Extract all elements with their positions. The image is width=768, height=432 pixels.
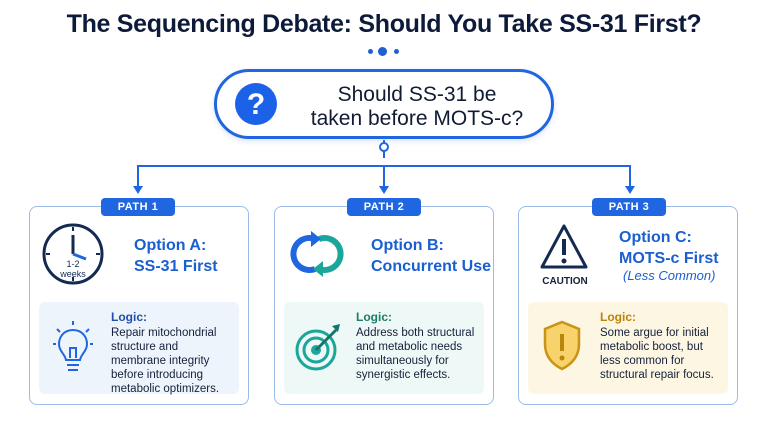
path-3-card: CAUTION Option C: MOTS-c First (Less Com…: [518, 206, 738, 405]
caution-label: CAUTION: [542, 276, 588, 287]
path-1-logic-box: Logic: Repair mitochondrial structure an…: [39, 302, 239, 395]
question-text: Should SS-31 be taken before MOTS-c?: [297, 83, 537, 131]
question-line-1: Should SS-31 be: [337, 83, 497, 106]
question-mark-icon: ?: [235, 83, 277, 125]
question-bubble: ? Should SS-31 be taken before MOTS-c?: [214, 69, 554, 139]
path-1-logic-label: Logic:: [111, 310, 147, 324]
target-icon: [295, 324, 340, 371]
path-3-logic-box: Logic: Some argue for initial metabolic …: [528, 302, 728, 394]
option-c-line-1: Option C:: [619, 229, 692, 246]
path-3-subtitle: (Less Common): [623, 268, 716, 283]
path-2-tag: PATH 2: [347, 198, 421, 216]
clock-label-2: weeks: [59, 269, 86, 279]
warning-triangle-icon: [540, 224, 588, 269]
path-2-card: Option B: Concurrent Use Logic: Address …: [274, 206, 494, 405]
path-3-option: Option C: MOTS-c First: [619, 227, 719, 269]
path-1-tag: PATH 1: [101, 198, 175, 216]
option-b-line-1: Option B:: [371, 237, 444, 254]
question-line-2: taken before MOTS-c?: [310, 107, 524, 130]
lightbulb-icon: [53, 321, 93, 371]
option-a-line-2: SS-31 First: [134, 258, 218, 275]
path-3-logic-text: Some argue for initial metabolic boost, …: [600, 327, 714, 381]
option-a-line-1: Option A:: [134, 237, 207, 254]
path-1-logic-text: Repair mitochondrial structure and membr…: [111, 327, 220, 395]
path-2-option: Option B: Concurrent Use: [371, 235, 491, 277]
page-title: The Sequencing Debate: Should You Take S…: [66, 10, 702, 38]
path-3-logic-label: Logic:: [600, 310, 636, 324]
clock-label-1: 1-2: [66, 259, 79, 269]
option-b-line-2: Concurrent Use: [371, 258, 492, 275]
path-1-card: 1-2 weeks Option A: SS-31 First Logic: R…: [29, 206, 249, 405]
option-c-line-2: MOTS-c First: [619, 250, 719, 267]
clock-icon: 1-2 weeks: [42, 223, 104, 285]
shield-alert-icon: [543, 320, 581, 371]
title-divider-dots: [354, 47, 414, 57]
path-2-logic-box: Logic: Address both structural and metab…: [284, 302, 484, 394]
path-1-option: Option A: SS-31 First: [134, 235, 218, 277]
path-3-tag: PATH 3: [592, 198, 666, 216]
path-2-logic-label: Logic:: [356, 310, 392, 324]
path-2-logic-text: Address both structural and metabolic ne…: [356, 327, 475, 381]
sync-arrows-icon: [290, 231, 344, 277]
